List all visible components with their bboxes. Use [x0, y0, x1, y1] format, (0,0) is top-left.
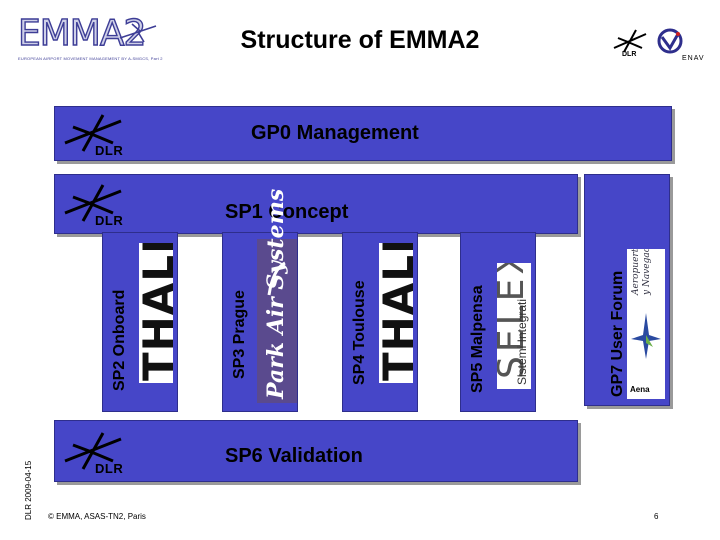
aena-sub1: Aeropuertos Españoles: [631, 249, 641, 295]
dlr-header-label: DLR: [622, 51, 637, 58]
thales-logo-sp2: THALES: [139, 243, 173, 383]
gp7-user-forum-box: GP7 User Forum Aeropuertos Españoles y N…: [584, 174, 670, 406]
sp5-label: SP5 Malpensa: [469, 285, 486, 393]
footer-date: DLR 2009-04-15: [24, 460, 33, 520]
selex-logo: SELEX Sistemi Integrati: [497, 263, 531, 389]
page-title: Structure of EMMA2: [240, 26, 480, 54]
sp3-label: SP3 Prague: [231, 290, 248, 379]
thales-text-sp4: THALES: [379, 243, 413, 381]
park-air-logo: Park Air Systems: [257, 189, 297, 403]
footer-copyright: © EMMA, ASAS-TN2, Paris: [48, 512, 146, 521]
enav-label: ENAV: [682, 55, 705, 62]
dlr-logo-sp1: DLR: [59, 183, 139, 228]
sp6-validation-box: DLR SP6 Validation: [54, 420, 578, 482]
park-air-swoosh-icon: [267, 261, 286, 296]
dlr-logo-header: DLR: [610, 28, 650, 64]
enav-logo: ENAV: [656, 28, 712, 68]
dlr-emblem-icon: [613, 29, 647, 53]
dlr-sp1-label: DLR: [95, 213, 124, 228]
dlr-sp6-label: DLR: [95, 461, 124, 476]
page-number: 6: [654, 512, 659, 521]
gp0-management-box: DLR GP0 Management: [54, 106, 672, 161]
thales-logo-sp4: THALES: [379, 243, 413, 383]
sp2-label: SP2 Onboard: [111, 289, 128, 391]
sp6-label: SP6 Validation: [225, 445, 363, 467]
aena-name: Aena: [630, 385, 650, 394]
thales-text-sp2: THALES: [139, 243, 173, 381]
aena-emblem-icon: [631, 313, 661, 359]
selex-sub-text: Sistemi Integrati: [515, 298, 529, 385]
aena-sub2: y Navegación Aérea: [642, 249, 652, 295]
plane-icon: [119, 23, 157, 43]
dlr-gp0-label: DLR: [95, 143, 124, 158]
sp5-malpensa-column: SP5 Malpensa SELEX Sistemi Integrati: [460, 232, 536, 412]
emma2-logo-text: EMMA2: [17, 13, 147, 54]
dlr-logo-sp6: DLR: [59, 431, 139, 476]
emma2-logo: EMMA2 EUROPEAN AIRPORT MOVEMENT MANAGEME…: [17, 13, 163, 66]
sp2-onboard-column: SP2 Onboard THALES: [102, 232, 178, 412]
gp7-label: GP7 User Forum: [609, 270, 626, 397]
dlr-emblem-icon: [64, 114, 122, 152]
dlr-emblem-icon: [64, 184, 122, 222]
sp4-toulouse-column: SP4 Toulouse THALES: [342, 232, 418, 412]
sp3-prague-column: SP3 Prague Park Air Systems: [222, 189, 298, 412]
emma2-logo-tagline: EUROPEAN AIRPORT MOVEMENT MANAGEMENT BY …: [18, 56, 163, 61]
gp0-label: GP0 Management: [251, 122, 419, 144]
enav-emblem-icon: [657, 28, 683, 54]
sp1-label: SP1 Concept: [225, 201, 349, 223]
dlr-emblem-icon: [64, 432, 122, 470]
sp1-concept-box: DLR SP1 Concept: [54, 174, 578, 234]
dlr-logo-gp0: DLR: [59, 113, 139, 158]
park-air-text: Park Air Systems: [263, 188, 289, 399]
sp4-label: SP4 Toulouse: [351, 280, 368, 385]
aena-logo: Aeropuertos Españoles y Navegación Aérea…: [627, 249, 665, 399]
